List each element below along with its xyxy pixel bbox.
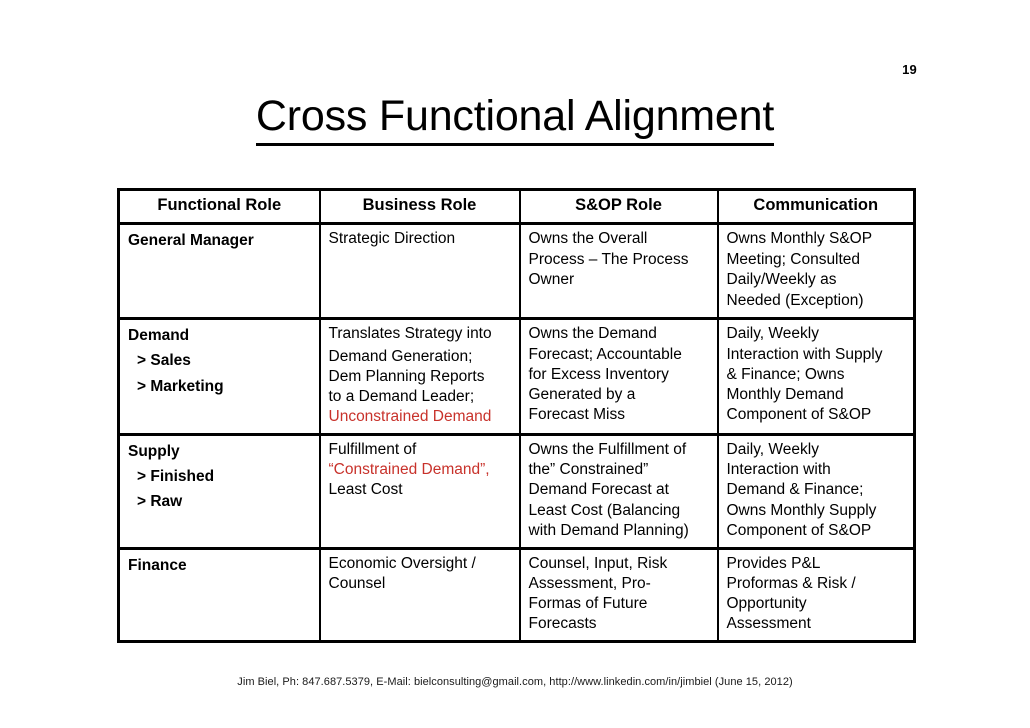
text-line: Daily, Weekly bbox=[726, 325, 819, 343]
text-line: with Demand Planning) bbox=[528, 521, 689, 539]
table-header-row: Functional Role Business Role S&OP Role … bbox=[118, 189, 915, 225]
cell-functional-role: Demand > Sales > Marketing bbox=[118, 318, 321, 435]
text-line: Least Cost bbox=[328, 481, 403, 499]
text-line: Demand Forecast at bbox=[528, 481, 669, 499]
role-name-demand: Demand bbox=[128, 327, 190, 345]
footer-contact-info: Jim Biel, Ph: 847.687.5379, E-Mail: biel… bbox=[237, 676, 793, 688]
text-line: Owns the Fulfillment of bbox=[528, 441, 687, 459]
text-line: Least Cost (Balancing bbox=[528, 501, 681, 519]
text-line: Counsel bbox=[328, 574, 386, 592]
column-header-communication: Communication bbox=[716, 189, 915, 225]
text-line: the” Constrained” bbox=[528, 461, 649, 479]
text-line: Owns the Demand bbox=[528, 325, 657, 343]
cell-text: Economic Oversight / Counsel bbox=[329, 554, 512, 594]
highlighted-text-line: “Constrained Demand”, bbox=[328, 461, 490, 479]
role-subitem-marketing: > Marketing bbox=[137, 377, 224, 395]
cell-functional-role: Supply > Finished > Raw bbox=[118, 434, 321, 549]
text-line: Monthly Demand bbox=[726, 385, 844, 403]
text-line: Forecast; Accountable bbox=[528, 345, 682, 363]
text-line: for Excess Inventory bbox=[528, 365, 669, 383]
text-line: Daily, Weekly bbox=[726, 441, 819, 459]
text-line: Interaction with bbox=[726, 461, 831, 479]
text-line: Component of S&OP bbox=[726, 521, 872, 539]
cell-text: Fulfillment of “Constrained Demand”, Least… bbox=[329, 440, 512, 500]
text-line: & Finance; Owns bbox=[726, 365, 845, 383]
text-line: Owns Monthly Supply bbox=[726, 501, 877, 519]
page-number: 19 bbox=[902, 62, 917, 77]
page-title: Cross Functional Alignment bbox=[0, 92, 1030, 146]
role-name-supply: Supply bbox=[128, 443, 180, 461]
text-line: Interaction with Supply bbox=[726, 345, 883, 363]
text-line: Strategic Direction bbox=[328, 230, 456, 247]
column-header-sop-role: S&OP Role bbox=[518, 189, 719, 225]
text-line: Daily/Weekly as bbox=[726, 271, 837, 289]
cell-functional-role: General Manager bbox=[118, 223, 321, 319]
column-header-business-role: Business Role bbox=[318, 189, 521, 225]
text-line: Meeting; Consulted bbox=[726, 250, 861, 268]
text-line: Owns the Overall bbox=[528, 230, 648, 247]
text-line: Translates Strategy into bbox=[328, 325, 492, 343]
cell-communication: Provides P&L Proformas & Risk / Opportunit… bbox=[716, 548, 915, 642]
text-line: Needed (Exception) bbox=[726, 291, 864, 309]
text-line: Process – The Process bbox=[528, 250, 689, 268]
text-line: Demand & Finance; bbox=[726, 481, 864, 499]
role-name-general-manager: General Manager bbox=[128, 232, 254, 249]
table-row: Finance Economic Oversight / Counsel Counse… bbox=[118, 548, 915, 642]
text-line: Assessment, Pro- bbox=[528, 574, 651, 592]
text-line: Component of S&OP bbox=[726, 406, 872, 423]
text-line: Counsel, Input, Risk bbox=[528, 554, 668, 572]
cell-sop-role: Owns the Fulfillment of the” Constrained”… bbox=[518, 434, 719, 549]
table-header: Functional Role Business Role S&OP Role … bbox=[118, 189, 915, 225]
text-line: Assessment bbox=[726, 615, 811, 633]
table-row: Demand > Sales > Marketing Translates Strat… bbox=[118, 318, 915, 435]
text-line: Economic Oversight / bbox=[328, 554, 476, 572]
cell-text: Strategic Direction bbox=[329, 229, 512, 250]
table-row: General Manager Strategic Direction Owns t… bbox=[118, 223, 915, 319]
cell-text: Owns the Fulfillment of the” Constrained”… bbox=[529, 440, 710, 541]
text-line: Owns Monthly S&OP bbox=[726, 230, 873, 247]
text-line: Formas of Future bbox=[528, 595, 648, 613]
text-line: Generated by a bbox=[528, 385, 636, 403]
cell-business-role: Economic Oversight / Counsel bbox=[318, 548, 521, 642]
text-line: Demand Generation; bbox=[328, 347, 473, 365]
page-title-text: Cross Functional Alignment bbox=[255, 92, 774, 146]
text-line: Forecast Miss bbox=[528, 406, 625, 423]
text-line: Fulfillment of bbox=[328, 441, 417, 459]
cell-text: Provides P&L Proformas & Risk / Opportunit… bbox=[727, 554, 907, 635]
text-line: Dem Planning Reports bbox=[328, 367, 485, 385]
text-line: Forecasts bbox=[528, 615, 597, 633]
table-row: Supply > Finished > Raw Fulfillment of “Cons… bbox=[118, 434, 915, 549]
role-subitem-sales: > Sales bbox=[137, 352, 191, 370]
role-name-finance: Finance bbox=[128, 556, 187, 574]
cell-business-role: Strategic Direction bbox=[318, 223, 521, 319]
text-line: Proformas & Risk / bbox=[726, 574, 856, 592]
highlighted-text-line: Unconstrained Demand bbox=[328, 408, 492, 425]
text-line: to a Demand Leader; bbox=[328, 387, 475, 405]
text-line: Owner bbox=[528, 271, 575, 289]
text-line: Provides P&L bbox=[726, 554, 821, 572]
role-subitem-finished: > Finished bbox=[137, 468, 215, 486]
cell-business-role: Fulfillment of “Constrained Demand”, Least… bbox=[318, 434, 521, 549]
text-line: Opportunity bbox=[726, 595, 807, 613]
role-subitem-raw: > Raw bbox=[137, 493, 183, 511]
cross-functional-alignment-table: Functional Role Business Role S&OP Role … bbox=[117, 188, 916, 644]
cell-functional-role: Finance bbox=[118, 548, 321, 642]
column-header-functional-role: Functional Role bbox=[118, 189, 321, 225]
